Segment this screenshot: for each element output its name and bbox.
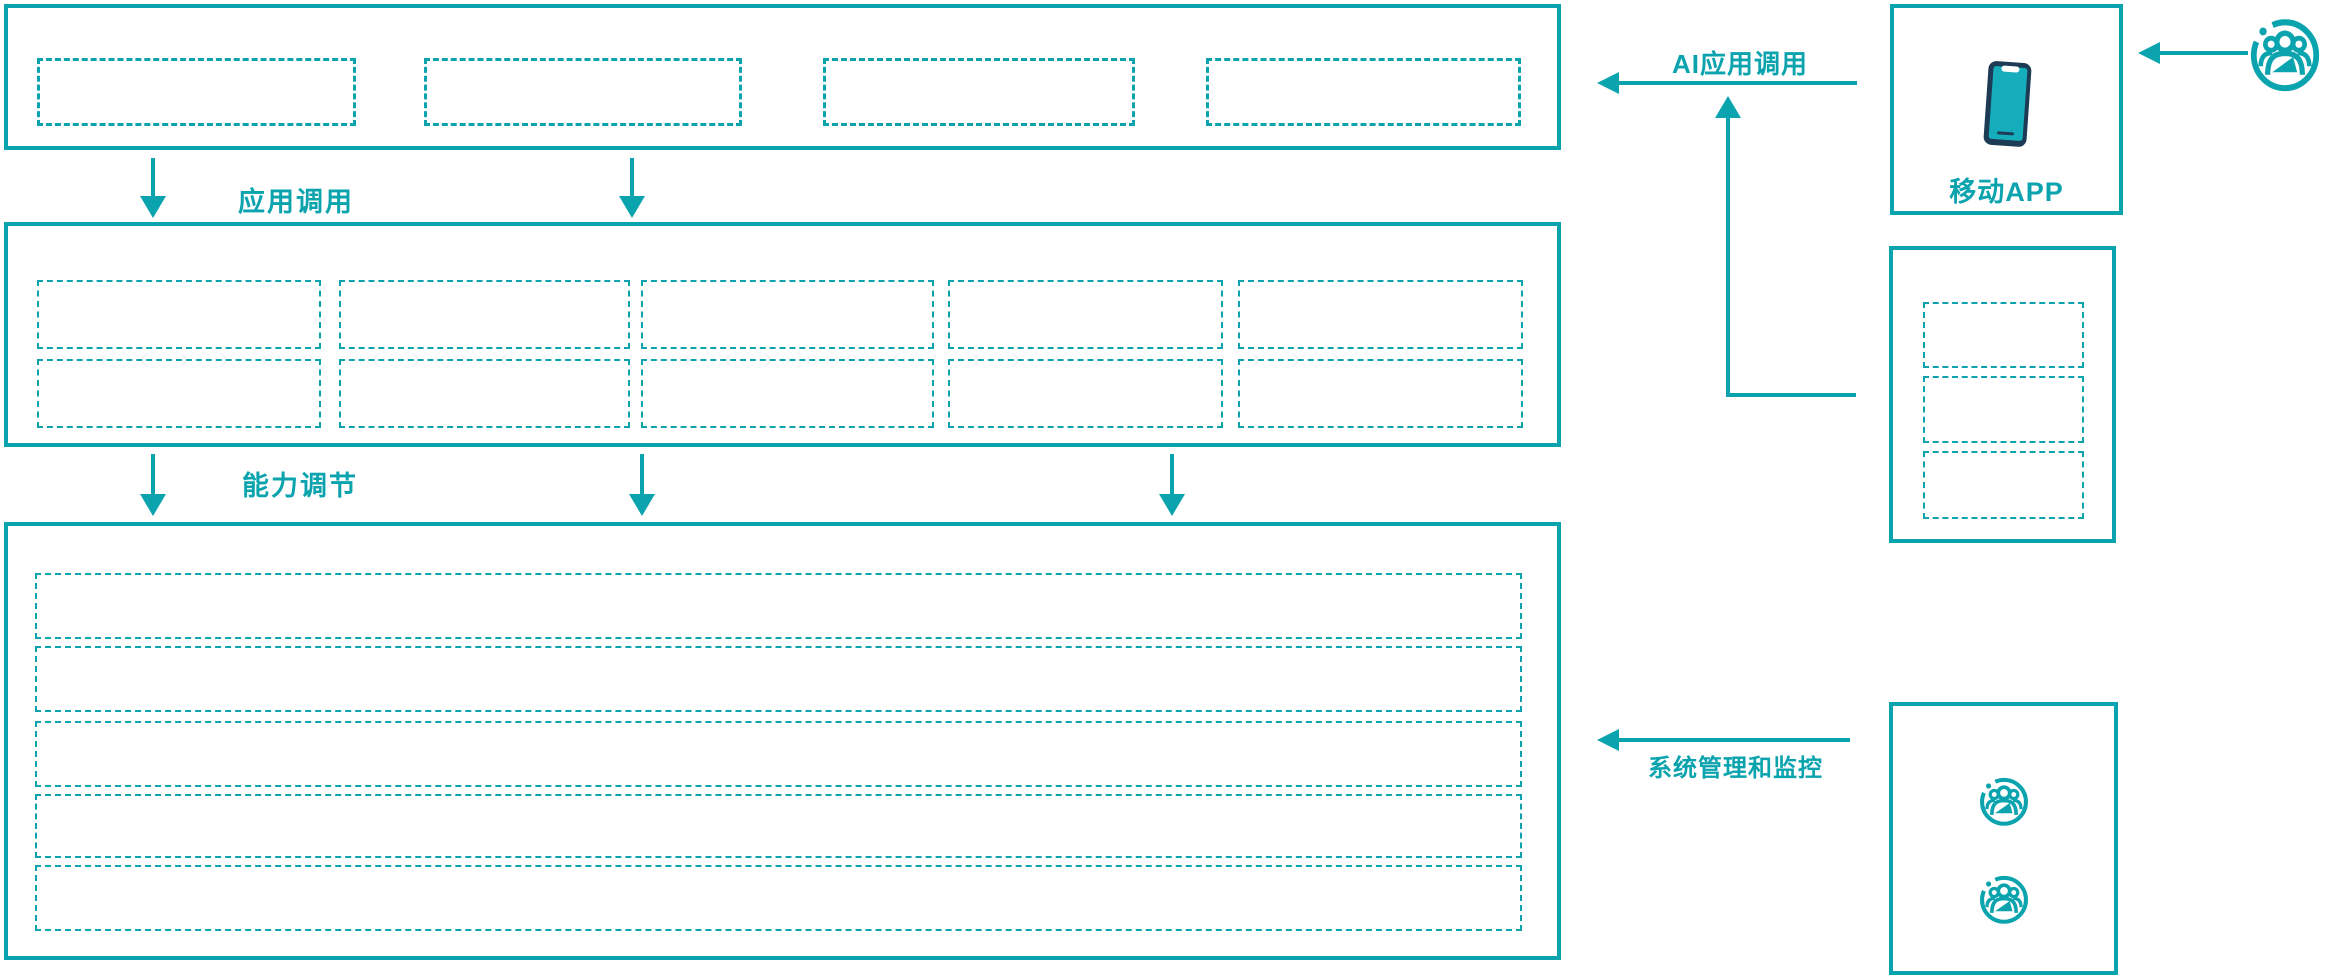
placeholder-box <box>339 280 630 349</box>
ai-app-call-arrowhead <box>1597 72 1619 94</box>
user-to-app-arrowhead <box>2138 42 2160 64</box>
placeholder-row <box>35 573 1522 639</box>
capability-arrowhead <box>629 494 655 516</box>
placeholder-box <box>641 280 934 349</box>
user-group-icon <box>1978 873 2030 925</box>
placeholder-box <box>948 359 1223 428</box>
mobile-app-label: 移动APP <box>1949 177 2064 207</box>
placeholder-box <box>1923 376 2084 443</box>
system-monitor-arrowhead <box>1597 729 1619 751</box>
top-layer-box <box>4 4 1561 150</box>
placeholder-row <box>35 865 1522 931</box>
system-monitor-arrow-stem <box>1618 738 1850 742</box>
placeholder-box <box>37 280 321 349</box>
api-box <box>1889 246 2116 543</box>
api-connector-vertical <box>1726 114 1730 397</box>
app-call-arrow-stem <box>151 158 155 198</box>
placeholder-row <box>35 646 1522 712</box>
mobile-app-box: 移动APP <box>1890 4 2123 215</box>
app-call-arrowhead <box>140 196 166 218</box>
app-call-label: 应用调用 <box>238 187 354 217</box>
user-group-icon <box>2248 15 2322 93</box>
mobile-phone-icon <box>1982 59 2035 148</box>
placeholder-box <box>424 58 742 126</box>
placeholder-box <box>1238 359 1523 428</box>
admin-box <box>1889 702 2118 975</box>
app-call-arrowhead <box>619 196 645 218</box>
capability-adjust-label: 能力调节 <box>242 471 358 501</box>
capability-arrowhead <box>140 494 166 516</box>
capability-arrow-stem <box>640 454 644 496</box>
capability-arrow-stem <box>1170 454 1174 496</box>
api-connector-horizontal <box>1726 393 1856 397</box>
middle-layer-box <box>4 222 1561 447</box>
placeholder-box <box>823 58 1135 126</box>
placeholder-row <box>35 721 1522 787</box>
system-monitor-label: 系统管理和监控 <box>1648 755 1823 782</box>
api-up-arrowhead <box>1715 96 1741 118</box>
ai-app-call-arrow-stem <box>1618 81 1857 85</box>
placeholder-box <box>1206 58 1521 126</box>
ai-app-call-label: AI应用调用 <box>1672 49 1809 79</box>
app-call-arrow-stem <box>630 158 634 198</box>
bottom-layer-box <box>4 522 1561 960</box>
placeholder-box <box>37 359 321 428</box>
capability-arrow-stem <box>151 454 155 496</box>
placeholder-box <box>37 58 356 126</box>
placeholder-box <box>1923 451 2084 519</box>
placeholder-box <box>1923 302 2084 368</box>
placeholder-box <box>1238 280 1523 349</box>
user-to-app-arrow-stem <box>2159 51 2248 55</box>
placeholder-box <box>641 359 934 428</box>
placeholder-box <box>339 359 630 428</box>
placeholder-box <box>948 280 1223 349</box>
user-group-icon <box>1978 775 2030 827</box>
capability-arrowhead <box>1159 494 1185 516</box>
placeholder-row <box>35 794 1522 858</box>
